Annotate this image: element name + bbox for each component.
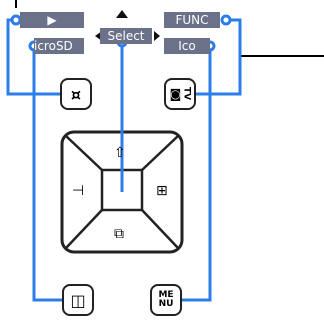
icon-label: Ico bbox=[178, 39, 196, 53]
microsd-label: icroSD bbox=[34, 39, 73, 53]
func-label: FUNC bbox=[175, 13, 209, 27]
pad-right-icon: ⊞ bbox=[156, 183, 168, 199]
play-label: ▶ bbox=[47, 13, 57, 27]
play-tag: ▶ bbox=[20, 12, 84, 28]
menu-label-top: ME bbox=[158, 290, 174, 300]
menu-button[interactable]: ME NU bbox=[150, 284, 182, 316]
microsd-tag: icroSD bbox=[34, 38, 84, 54]
top-right-button[interactable]: ◙ TV bbox=[164, 78, 196, 110]
bottom-left-button[interactable]: ◫ bbox=[62, 284, 94, 316]
menu-label-bottom: NU bbox=[158, 299, 174, 309]
pad-down-icon: ⧉ bbox=[114, 226, 124, 242]
select-label: Select bbox=[107, 29, 145, 43]
camera-mode-icon: ¤ bbox=[70, 84, 82, 104]
pad-center-button[interactable] bbox=[104, 172, 140, 208]
erase-icon: ◫ bbox=[70, 290, 86, 310]
top-left-button[interactable]: ¤ bbox=[60, 78, 92, 110]
icon-tag: Ico bbox=[164, 38, 210, 54]
tv-label: TV bbox=[181, 87, 192, 101]
print-icon: ◙ bbox=[169, 87, 182, 101]
select-tag: Select bbox=[100, 28, 152, 44]
func-tag: FUNC bbox=[164, 12, 220, 28]
pad-left-icon: ⊣ bbox=[72, 183, 85, 199]
pad-up-icon: ⇧ bbox=[114, 145, 126, 161]
